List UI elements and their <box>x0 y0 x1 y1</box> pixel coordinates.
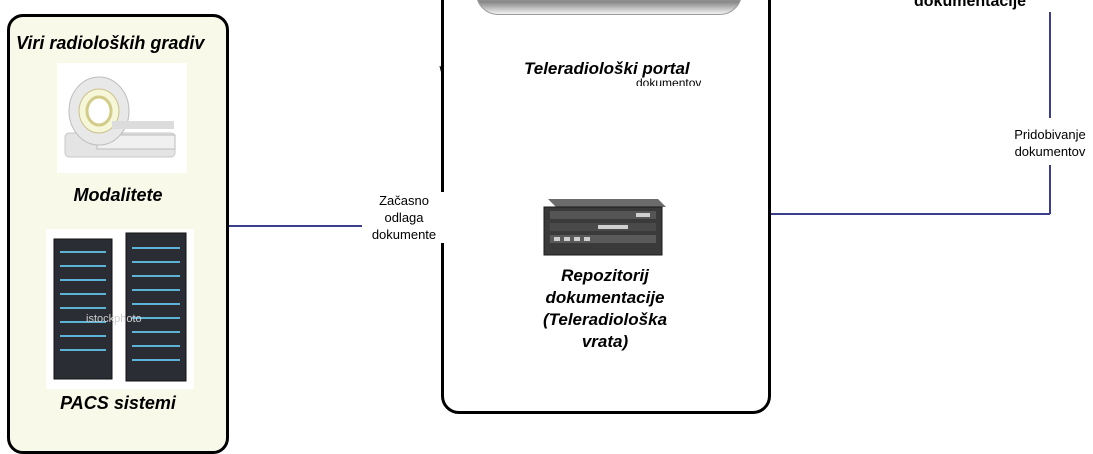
repository-label: Repozitorij dokumentacije (Teleradiološk… <box>520 265 690 353</box>
left-connector-line-2: odlaga <box>384 210 424 225</box>
portal-panel: Teleradiološki portal dokumentov Repozit… <box>441 0 771 414</box>
pacs-caption: PACS sistemi <box>60 393 176 413</box>
repository-device <box>538 193 668 259</box>
sources-panel: Viri radioloških gradiv Modalitete <box>7 14 229 454</box>
pacs-servers-image: istockphoto <box>46 229 194 389</box>
repository-line-4: vrata) <box>581 332 629 351</box>
portal-sublabel: dokumentov <box>636 77 702 86</box>
watermark-text: istockphoto <box>86 313 142 325</box>
ct-scanner-image <box>57 63 187 173</box>
retrieval-label: Pridobivanje dokumentov <box>1004 126 1093 160</box>
repository-line-2: dokumentacije <box>545 288 665 307</box>
right-title-partial: dokumentacije <box>914 0 1027 10</box>
modalities-caption: Modalitete <box>73 185 163 205</box>
repository-line-1: Repozitorij <box>561 266 649 285</box>
portal-banner <box>476 0 742 15</box>
sources-title: Viri radioloških gradiv <box>16 33 205 53</box>
portal-label: Teleradiološki portal <box>524 59 690 78</box>
server-rack-icon <box>53 232 187 382</box>
retrieval-line-1: Pridobivanje <box>1014 127 1086 142</box>
left-connector-line-3: dokumente <box>371 227 437 242</box>
repository-line-3: (Teleradiološka <box>542 310 668 329</box>
retrieval-line-2: dokumentov <box>1014 144 1086 159</box>
ct-scanner-icon <box>64 76 176 158</box>
router-icon <box>543 199 666 256</box>
left-connector-line-1: Začasno <box>379 193 429 208</box>
left-connector-label: Začasno odlaga dokumente <box>362 192 446 243</box>
